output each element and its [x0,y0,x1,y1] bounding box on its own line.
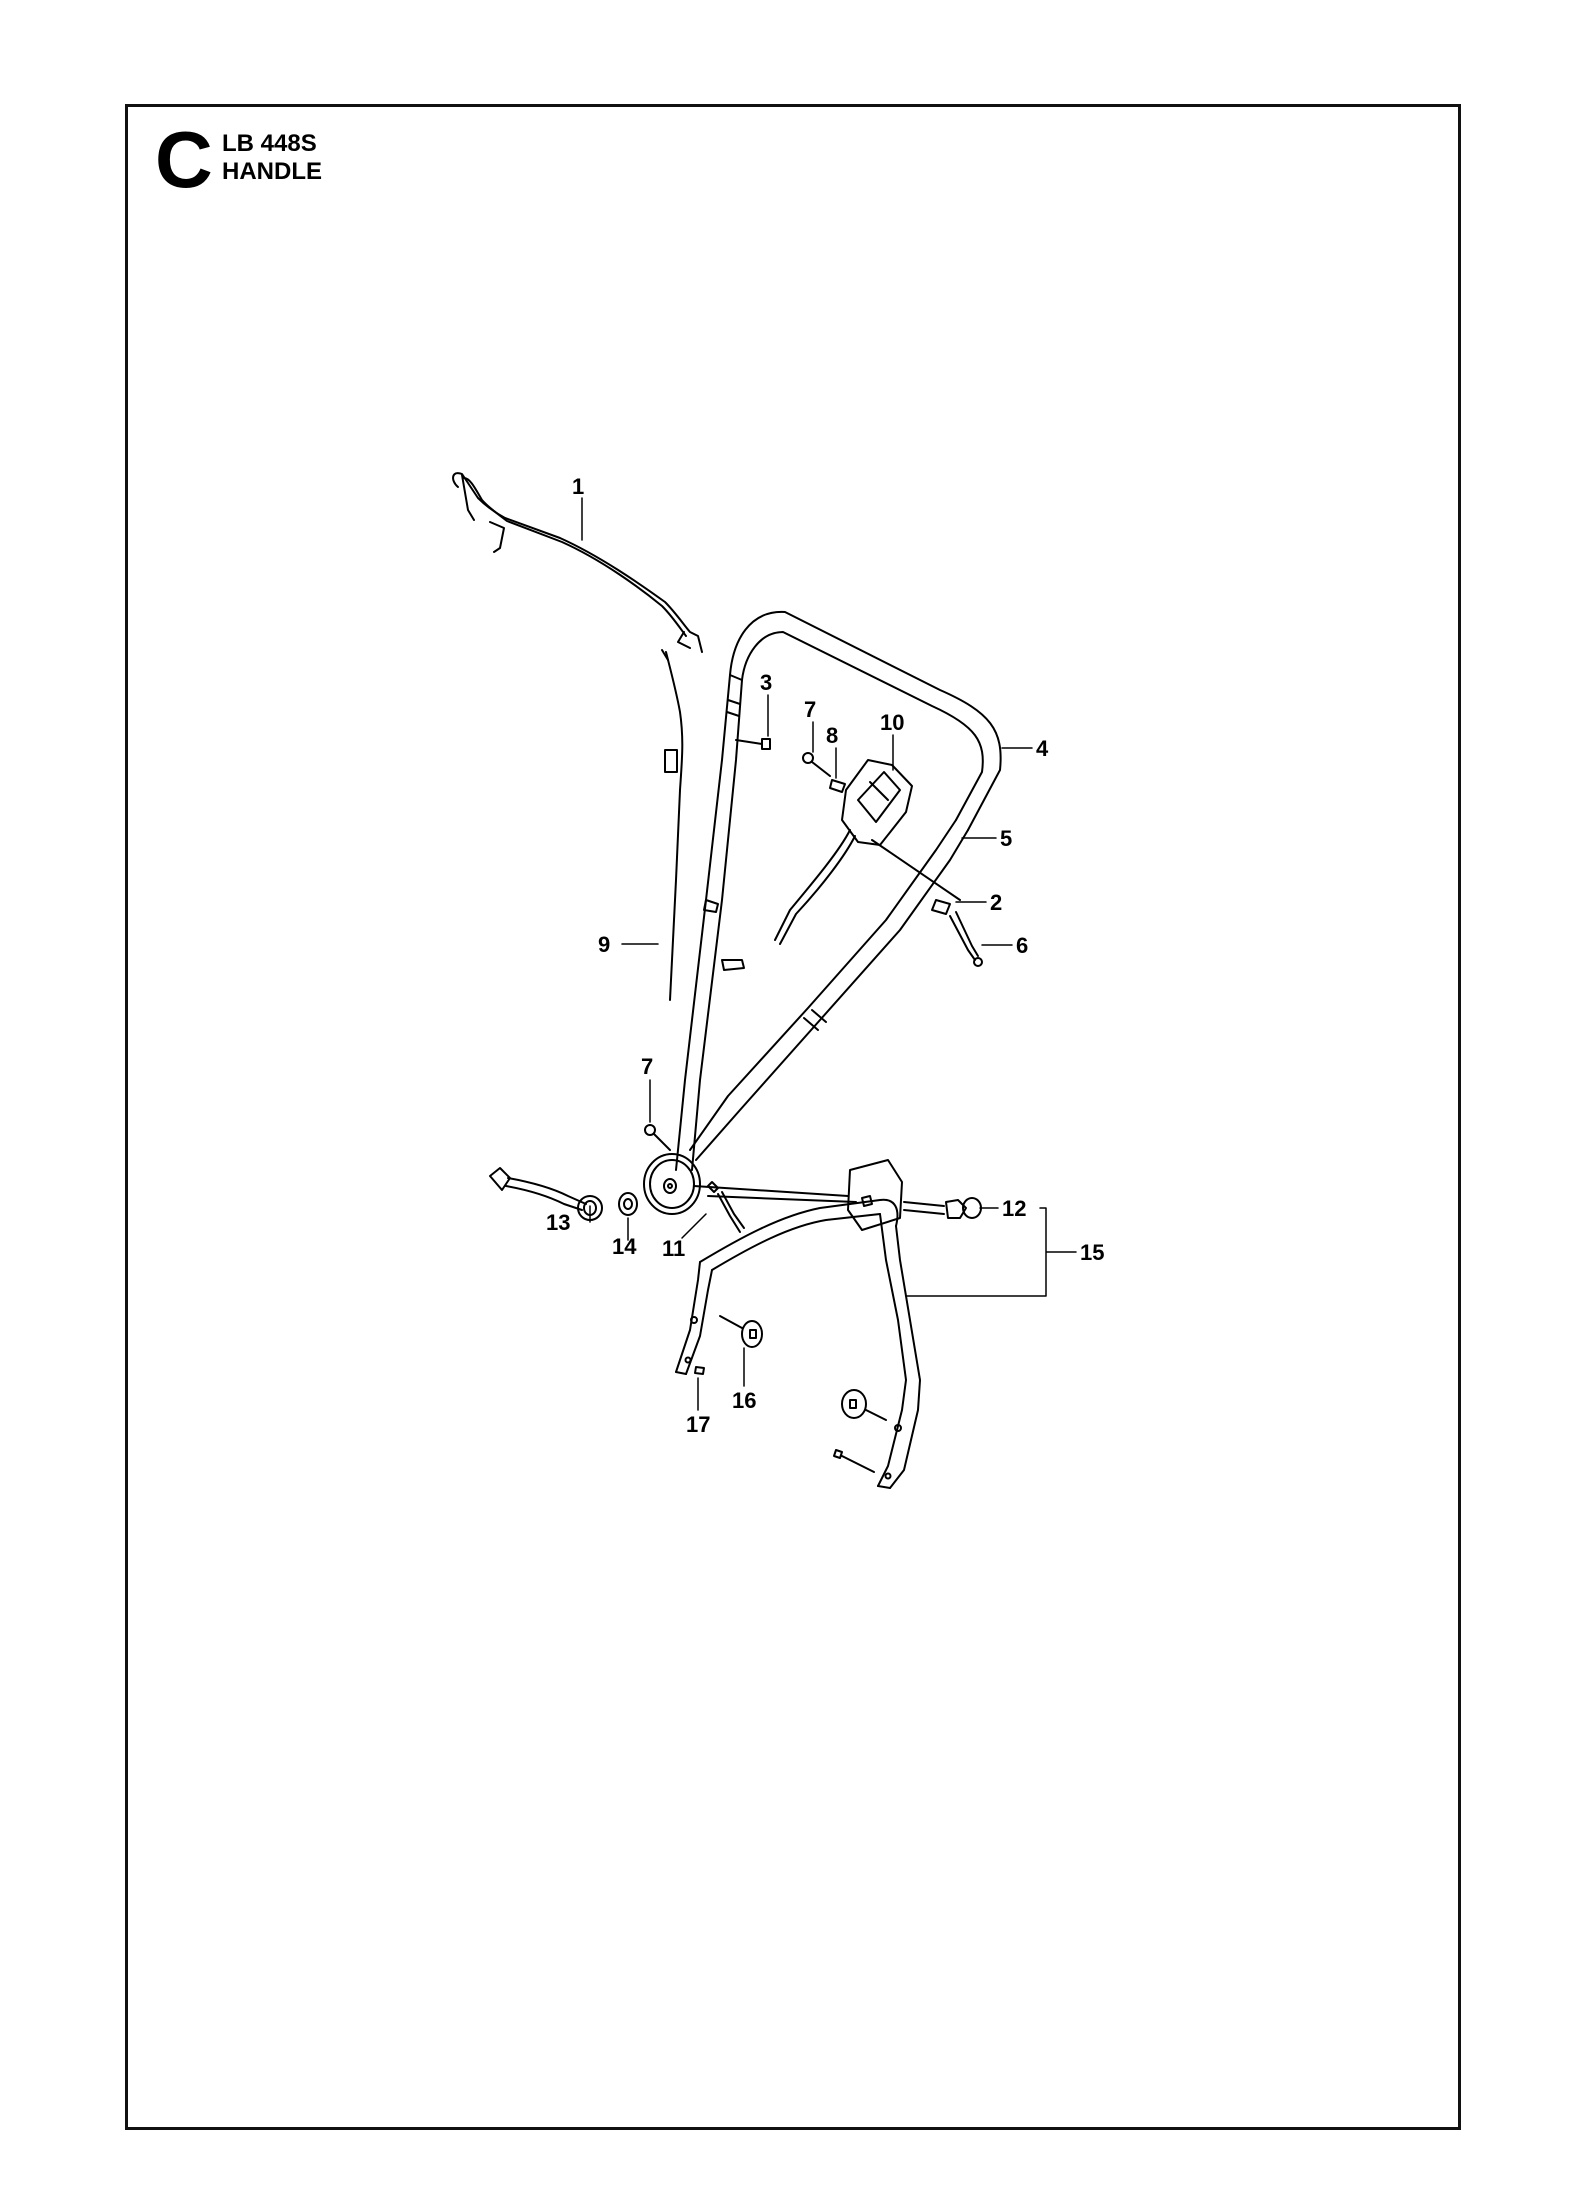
callout-14: 14 [612,1234,637,1259]
part-17-pin-right [833,1449,875,1473]
assembly-name: HANDLE [222,158,322,185]
part-8-washer [829,779,846,793]
callout-11: 11 [662,1236,685,1261]
callout-2: 2 [990,890,1002,915]
part-11-bolt [707,1181,745,1233]
callout-9: 9 [598,932,610,957]
tube-clip [703,899,719,913]
callout-1: 1 [572,474,584,499]
callout-3: 3 [760,670,772,695]
callout-10: 10 [880,710,904,735]
part-13-knob [489,1167,603,1221]
part-7-nut-upper [802,752,831,777]
part-5-lower-handle [689,819,969,1161]
callout-12: 12 [1002,1196,1026,1221]
callout-6: 6 [1016,933,1028,958]
callout-4: 4 [1036,736,1049,761]
page-title: LB 448S HANDLE [222,130,322,186]
leader-15 [905,1207,1077,1297]
leader-lines [581,497,1077,1411]
part-4-upper-handle [675,610,1002,1171]
callout-13: 13 [546,1210,570,1235]
pivot-disc [643,1153,701,1215]
model-name: LB 448S [222,130,317,157]
part-16-wheel-washer-right [841,1389,887,1421]
part-3-screw [735,738,771,750]
page-frame [125,104,1461,2130]
part-17-pin [694,1366,705,1375]
part-1-control-bail [452,472,703,653]
callout-16: 16 [732,1388,756,1413]
callout-5: 5 [1000,826,1012,851]
callout-15: 15 [1080,1240,1104,1265]
callout-17: 17 [686,1412,710,1437]
part-16-wheel-washer [719,1315,763,1348]
assembly-axis [693,1185,857,1203]
part-10-control-box [774,759,961,945]
part-9-cable [661,649,684,1001]
part-2-spacer [931,899,951,915]
part-12-bolt [903,1197,982,1219]
callout-7-upper: 7 [804,697,816,722]
part-14-washer [618,1192,638,1216]
leader-11 [681,1213,707,1239]
part-7-nut-lower [644,1124,671,1151]
callout-8: 8 [826,723,838,748]
part-15-lower-bracket [675,1159,921,1489]
section-letter: C [155,115,213,204]
tube-clip [721,959,745,971]
part-6-bolt [949,911,983,967]
callout-7-lower: 7 [641,1054,653,1079]
